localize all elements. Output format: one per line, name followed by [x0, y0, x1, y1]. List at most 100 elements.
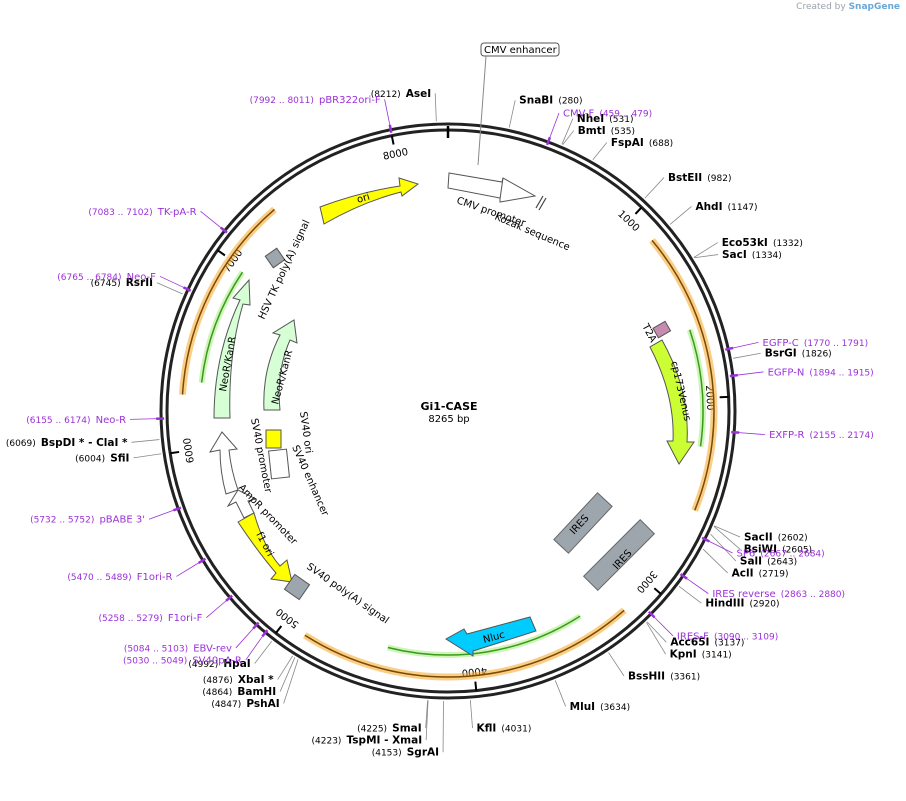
position-label: (2602) [778, 533, 808, 543]
name-label: RsrII [126, 277, 153, 289]
leader-line [235, 626, 255, 649]
site-ahdi: AhdI (1147) [669, 201, 758, 225]
position-label: (6745) [91, 279, 121, 289]
name-label: MluI [570, 701, 595, 713]
orf-line [651, 239, 715, 511]
name-label: Eco53kI [722, 237, 768, 249]
svg-text:MluI (3634): MluI (3634) [570, 695, 630, 714]
leader-line [731, 341, 759, 349]
leader-line [678, 585, 702, 604]
svg-text:(5258 .. 5279) F1ori-F: (5258 .. 5279) F1ori-F [98, 606, 202, 625]
svg-text:BsiWI (2605): BsiWI (2605) [744, 537, 812, 556]
position-label: (2155 .. 2174) [810, 431, 874, 441]
backbone-outer-ring [159, 122, 737, 700]
svg-text:CMV-F (459 .. 479): CMV-F (459 .. 479) [563, 101, 652, 120]
site-nhei: NheI (531) [561, 107, 634, 145]
leader-line [702, 548, 728, 574]
plasmid-size: 8265 bp [428, 414, 469, 425]
svg-text:(4992) HpaI: (4992) HpaI [188, 652, 250, 671]
name-label: AclI [732, 567, 754, 579]
position-label: (5084 .. 5103) [124, 644, 188, 654]
position-label: (1894 .. 1915) [809, 368, 873, 378]
cmv-enhancer-leader [477, 55, 487, 166]
svg-text:FspAI (688): FspAI (688) [611, 131, 673, 150]
svg-text:(6745) RsrII: (6745) RsrII [91, 271, 153, 290]
leader-line [279, 657, 296, 692]
name-label: BssHII [628, 670, 665, 682]
primer-mark [252, 621, 260, 630]
site-bsteii: BstEII (982) [644, 166, 732, 199]
name-label: NheI [577, 113, 604, 125]
site-hpai: (4992) HpaI [188, 641, 273, 671]
site-bmti: BmtI (535) [562, 119, 635, 145]
name-label: pBABE 3' [99, 515, 145, 526]
leader-line [131, 439, 160, 443]
svg-text:(4864) BamHI: (4864) BamHI [202, 680, 276, 699]
name-label: EGFP-C [763, 338, 799, 349]
orf-inner-highlight [686, 328, 706, 447]
kozak-label: Kozak sequence [493, 212, 572, 254]
orf-inner-line [387, 615, 581, 656]
name-label: SalI [740, 555, 762, 567]
svg-text:EGFP-N (1894 .. 1915): EGFP-N (1894 .. 1915) [768, 360, 874, 379]
position-label: (280) [558, 97, 582, 107]
leader-line [713, 526, 740, 550]
primer-ires-reverse: IRES reverse (2863 .. 2880) [679, 573, 845, 600]
svg-text:SP6 (2667 .. 2684): SP6 (2667 .. 2684) [737, 541, 825, 560]
name-label: IRES reverse [712, 589, 775, 600]
site-acc65i: Acc65I (3137) [646, 621, 744, 649]
svg-text:(4225) SmaI: (4225) SmaI [357, 717, 422, 736]
name-label: HindIII [705, 598, 744, 610]
name-label: F1ori-R [137, 572, 173, 583]
position-label: (3634) [600, 703, 630, 713]
primer-f1ori-f: (5258 .. 5279) F1ori-F [98, 594, 233, 625]
position-label: (2643) [767, 557, 797, 567]
name-label: XbaI * [238, 674, 274, 686]
name-label: EBV-rev [193, 643, 232, 654]
primer-mark [679, 573, 688, 580]
leader-line [425, 700, 429, 741]
sv40-polya-box [283, 573, 311, 601]
leader-line [254, 641, 273, 664]
primer-mark [729, 373, 738, 378]
primer-neo-r: (6155 .. 6174) Neo-R [26, 408, 165, 427]
sv40-polya-label: SV40 poly(A) signal [304, 561, 390, 626]
site-tspmi-xmai: (4223) TspMI - XmaI [312, 700, 429, 747]
leader-line [646, 621, 667, 643]
leader-line [156, 282, 183, 295]
site-eco53ki: Eco53kI (1332) [693, 237, 803, 258]
svg-text:BstEII (982): BstEII (982) [668, 166, 732, 185]
leader-line [694, 254, 719, 259]
leader-line [669, 206, 692, 225]
svg-text:IRES-F (3090 .. 3109): IRES-F (3090 .. 3109) [677, 624, 778, 643]
position-label: (4847) [211, 700, 241, 710]
svg-text:AclI (2719): AclI (2719) [732, 561, 789, 580]
svg-text:(6155 .. 6174) Neo-R: (6155 .. 6174) Neo-R [26, 408, 126, 427]
kozak-mark-1 [535, 195, 544, 209]
leader-line [176, 561, 201, 577]
position-label: (6069) [6, 439, 36, 449]
name-label: SP6 [737, 548, 756, 559]
tick-mark [653, 587, 662, 595]
tick-label: 6000 [182, 437, 197, 464]
position-label: (4876) [203, 676, 233, 686]
name-label: pBR322ori-F [319, 95, 381, 106]
tick-mark [216, 249, 226, 257]
site-mlui: MluI (3634) [554, 680, 630, 714]
position-label: (982) [707, 174, 731, 184]
svg-text:(8212) AseI: (8212) AseI [371, 82, 431, 101]
tick-mark [275, 625, 283, 634]
position-label: (3141) [702, 651, 732, 661]
name-label: FspAI [611, 137, 644, 149]
svg-text:(7083 .. 7102) TK-pA-R: (7083 .. 7102) TK-pA-R [88, 200, 196, 219]
site-bsshii: BssHII (3361) [608, 652, 700, 682]
svg-text:BmtI (535): BmtI (535) [578, 119, 635, 138]
position-label: (1332) [773, 239, 803, 249]
primer-cmv-f: CMV-F (459 .. 479) [545, 101, 652, 146]
name-label: SmaI [392, 723, 422, 735]
name-label: TspMI - XmaI [347, 735, 423, 747]
sv40-enhancer-label: SV40 enhancer [289, 444, 330, 519]
svg-text:NheI (531): NheI (531) [577, 107, 634, 126]
